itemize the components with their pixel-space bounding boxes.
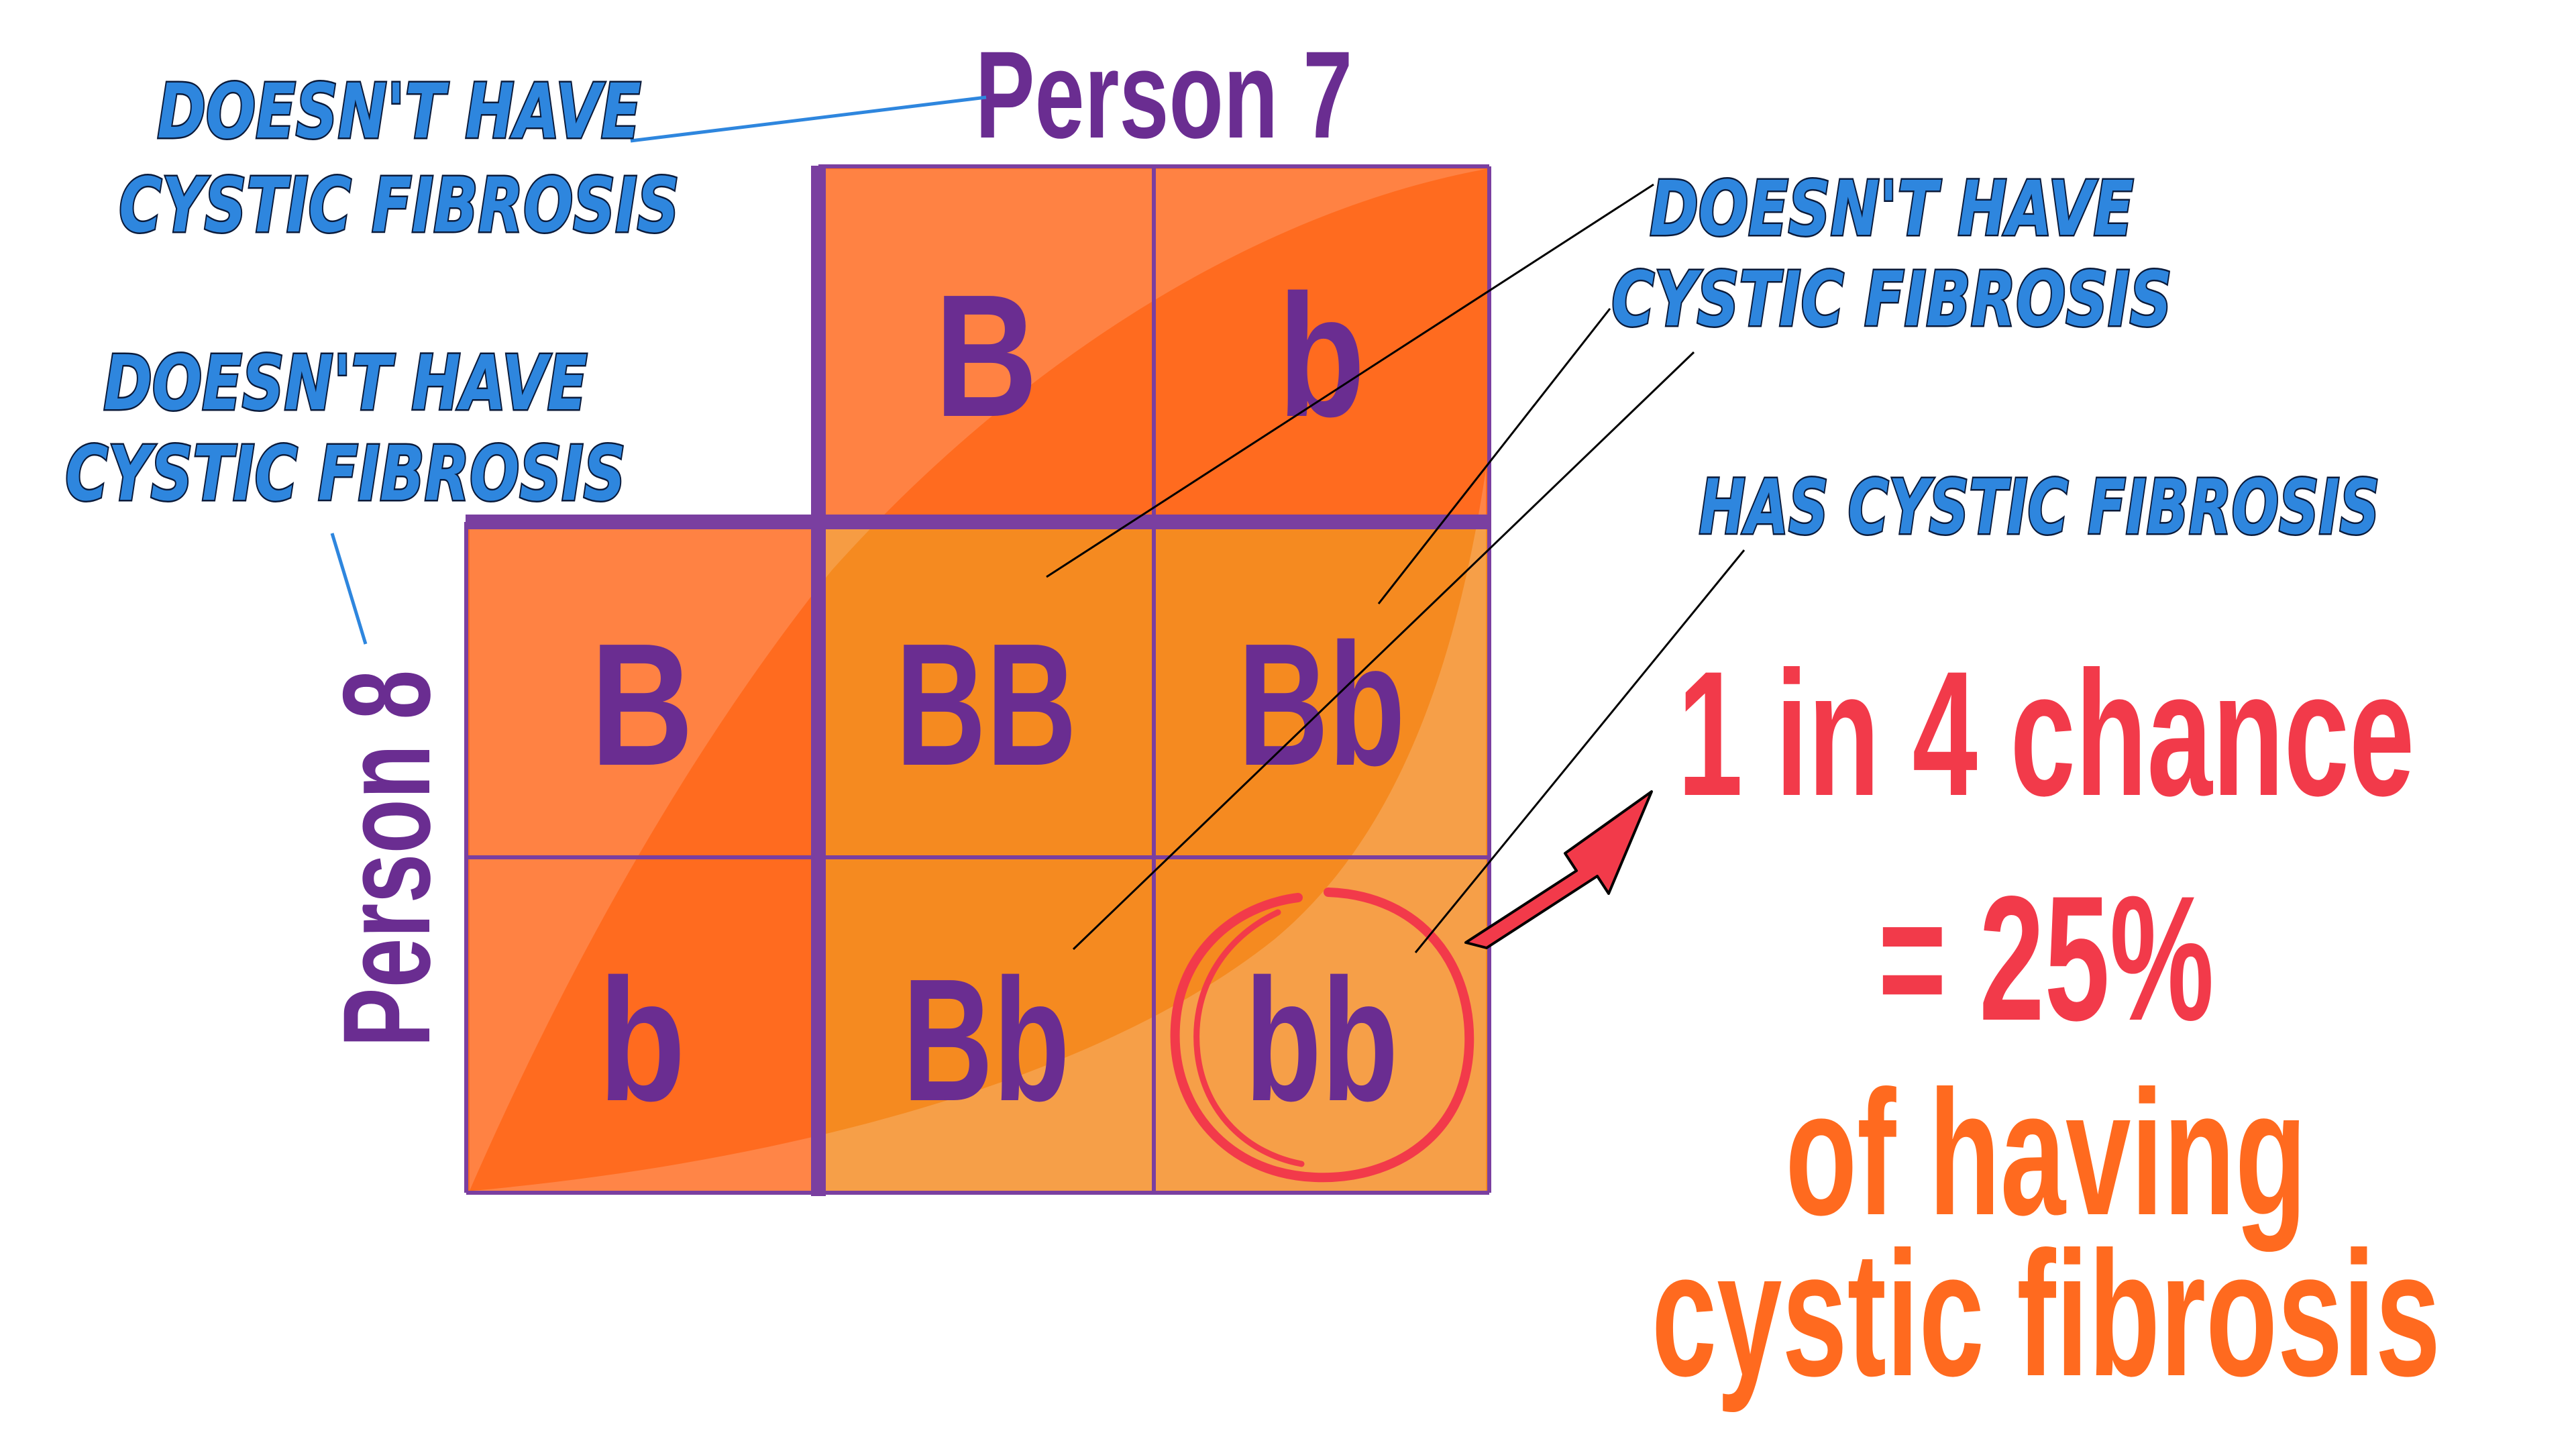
person-7-label: Person 7: [975, 26, 1353, 165]
offspring-cell-1-1: [818, 522, 1154, 857]
punnett-grid: [464, 164, 1491, 1196]
person-8-status-line-2: CYSTIC FIBROSIS: [65, 430, 625, 517]
result-line-1: 1 in 4 chance: [1678, 634, 2414, 833]
carriers-status-line-2: CYSTIC FIBROSIS: [1611, 256, 2171, 343]
affected-status: HAS CYSTIC FIBROSIS: [1699, 465, 2380, 552]
left-allele-1: B: [590, 608, 694, 802]
result-line-3: of having: [1785, 1053, 2306, 1252]
person-8-label: Person 8: [318, 670, 457, 1048]
carriers-status-line-1: DOESN'T HAVE: [1650, 165, 2133, 252]
left-allele-2: b: [598, 943, 686, 1138]
leader-lines: [330, 95, 1746, 953]
top-allele-2: b: [1278, 259, 1365, 453]
result-arrow: [1464, 790, 1653, 949]
offspring-genotype-2-2: bb: [1245, 943, 1399, 1138]
offspring-genotype-1-1: BB: [896, 608, 1077, 802]
offspring-cell-2-1: [818, 857, 1154, 1193]
affected-highlight-circle: [1170, 888, 1474, 1183]
gloss-highlight-lower: [473, 470, 1486, 1191]
header-cell-top-1: [818, 166, 1154, 522]
offspring-genotype-2-1: Bb: [902, 943, 1070, 1138]
top-allele-1: B: [934, 259, 1038, 453]
result-line-2: = 25%: [1878, 859, 2214, 1057]
person-7-status-line-2: CYSTIC FIBROSIS: [119, 162, 679, 249]
offspring-genotype-1-2: Bb: [1238, 608, 1405, 802]
header-cell-top-2: [1154, 166, 1489, 522]
gloss-highlight: [470, 169, 1486, 1191]
person-7-status-line-1: DOESN'T HAVE: [157, 68, 641, 155]
result-line-4: cystic fibrosis: [1652, 1214, 2440, 1413]
person-8-status-line-1: DOESN'T HAVE: [103, 339, 587, 427]
offspring-cell-1-2: [1154, 522, 1489, 857]
header-cell-left-2: [466, 857, 818, 1193]
header-cell-left-1: [466, 522, 818, 857]
